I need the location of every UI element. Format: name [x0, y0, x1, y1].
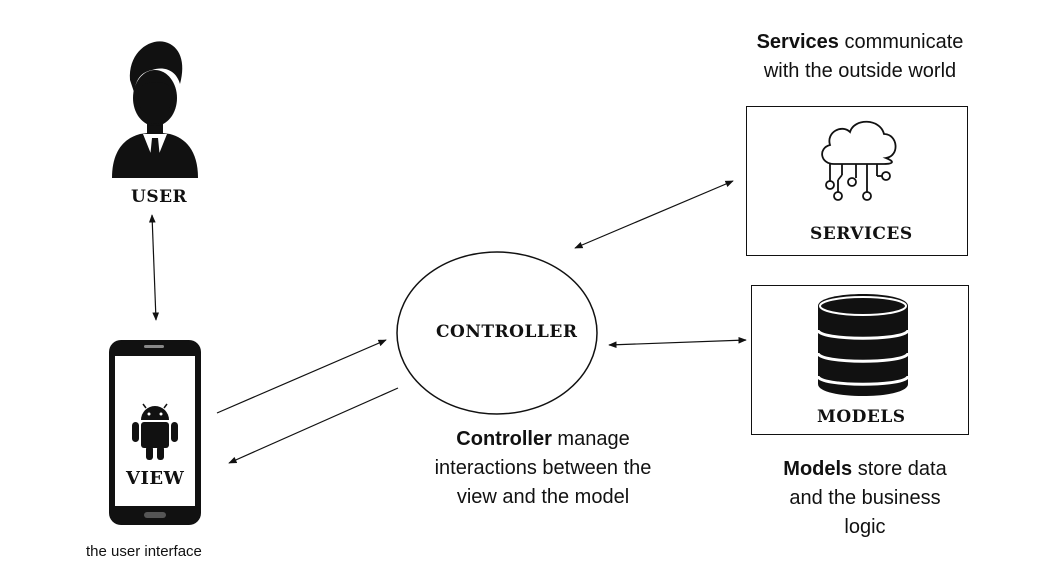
controller-caption: Controller manage interactions between t…: [408, 425, 678, 512]
services-caption-bold: Services: [756, 31, 839, 53]
controller-caption-rest: manage: [551, 428, 630, 450]
view-label: VIEW: [126, 468, 185, 489]
user-icon: [112, 41, 198, 178]
arrow-controller-models: [608, 336, 747, 349]
database-icon: [816, 294, 910, 396]
models-label: MODELS: [817, 407, 906, 427]
models-caption-bold: Models: [783, 458, 853, 480]
view-caption: the user interface: [86, 543, 202, 560]
models-caption-line3: logic: [844, 516, 886, 538]
android-icon: [132, 403, 178, 460]
arrow-controller-to-view: [228, 387, 399, 464]
controller-caption-line3: view and the model: [456, 486, 630, 508]
services-caption-line2: with the outside world: [763, 60, 957, 82]
services-caption: Services communicate with the outside wo…: [730, 28, 990, 86]
models-caption: Models store data and the business logic: [755, 455, 975, 542]
cloud-icon: [821, 120, 897, 201]
controller-caption-line2: interactions between the: [434, 457, 652, 479]
arrow-user-view: [148, 214, 160, 321]
arrow-controller-services: [574, 180, 734, 249]
models-caption-line2: and the business: [789, 487, 941, 509]
user-label: USER: [131, 187, 188, 207]
arrow-view-to-controller: [216, 339, 387, 414]
services-box: [746, 106, 968, 256]
services-label: SERVICES: [810, 224, 913, 244]
controller-label: CONTROLLER: [436, 322, 578, 342]
controller-caption-bold: Controller: [456, 428, 552, 450]
controller-node: [396, 251, 598, 415]
services-caption-rest: communicate: [838, 31, 964, 53]
models-caption-rest: store data: [852, 458, 947, 480]
